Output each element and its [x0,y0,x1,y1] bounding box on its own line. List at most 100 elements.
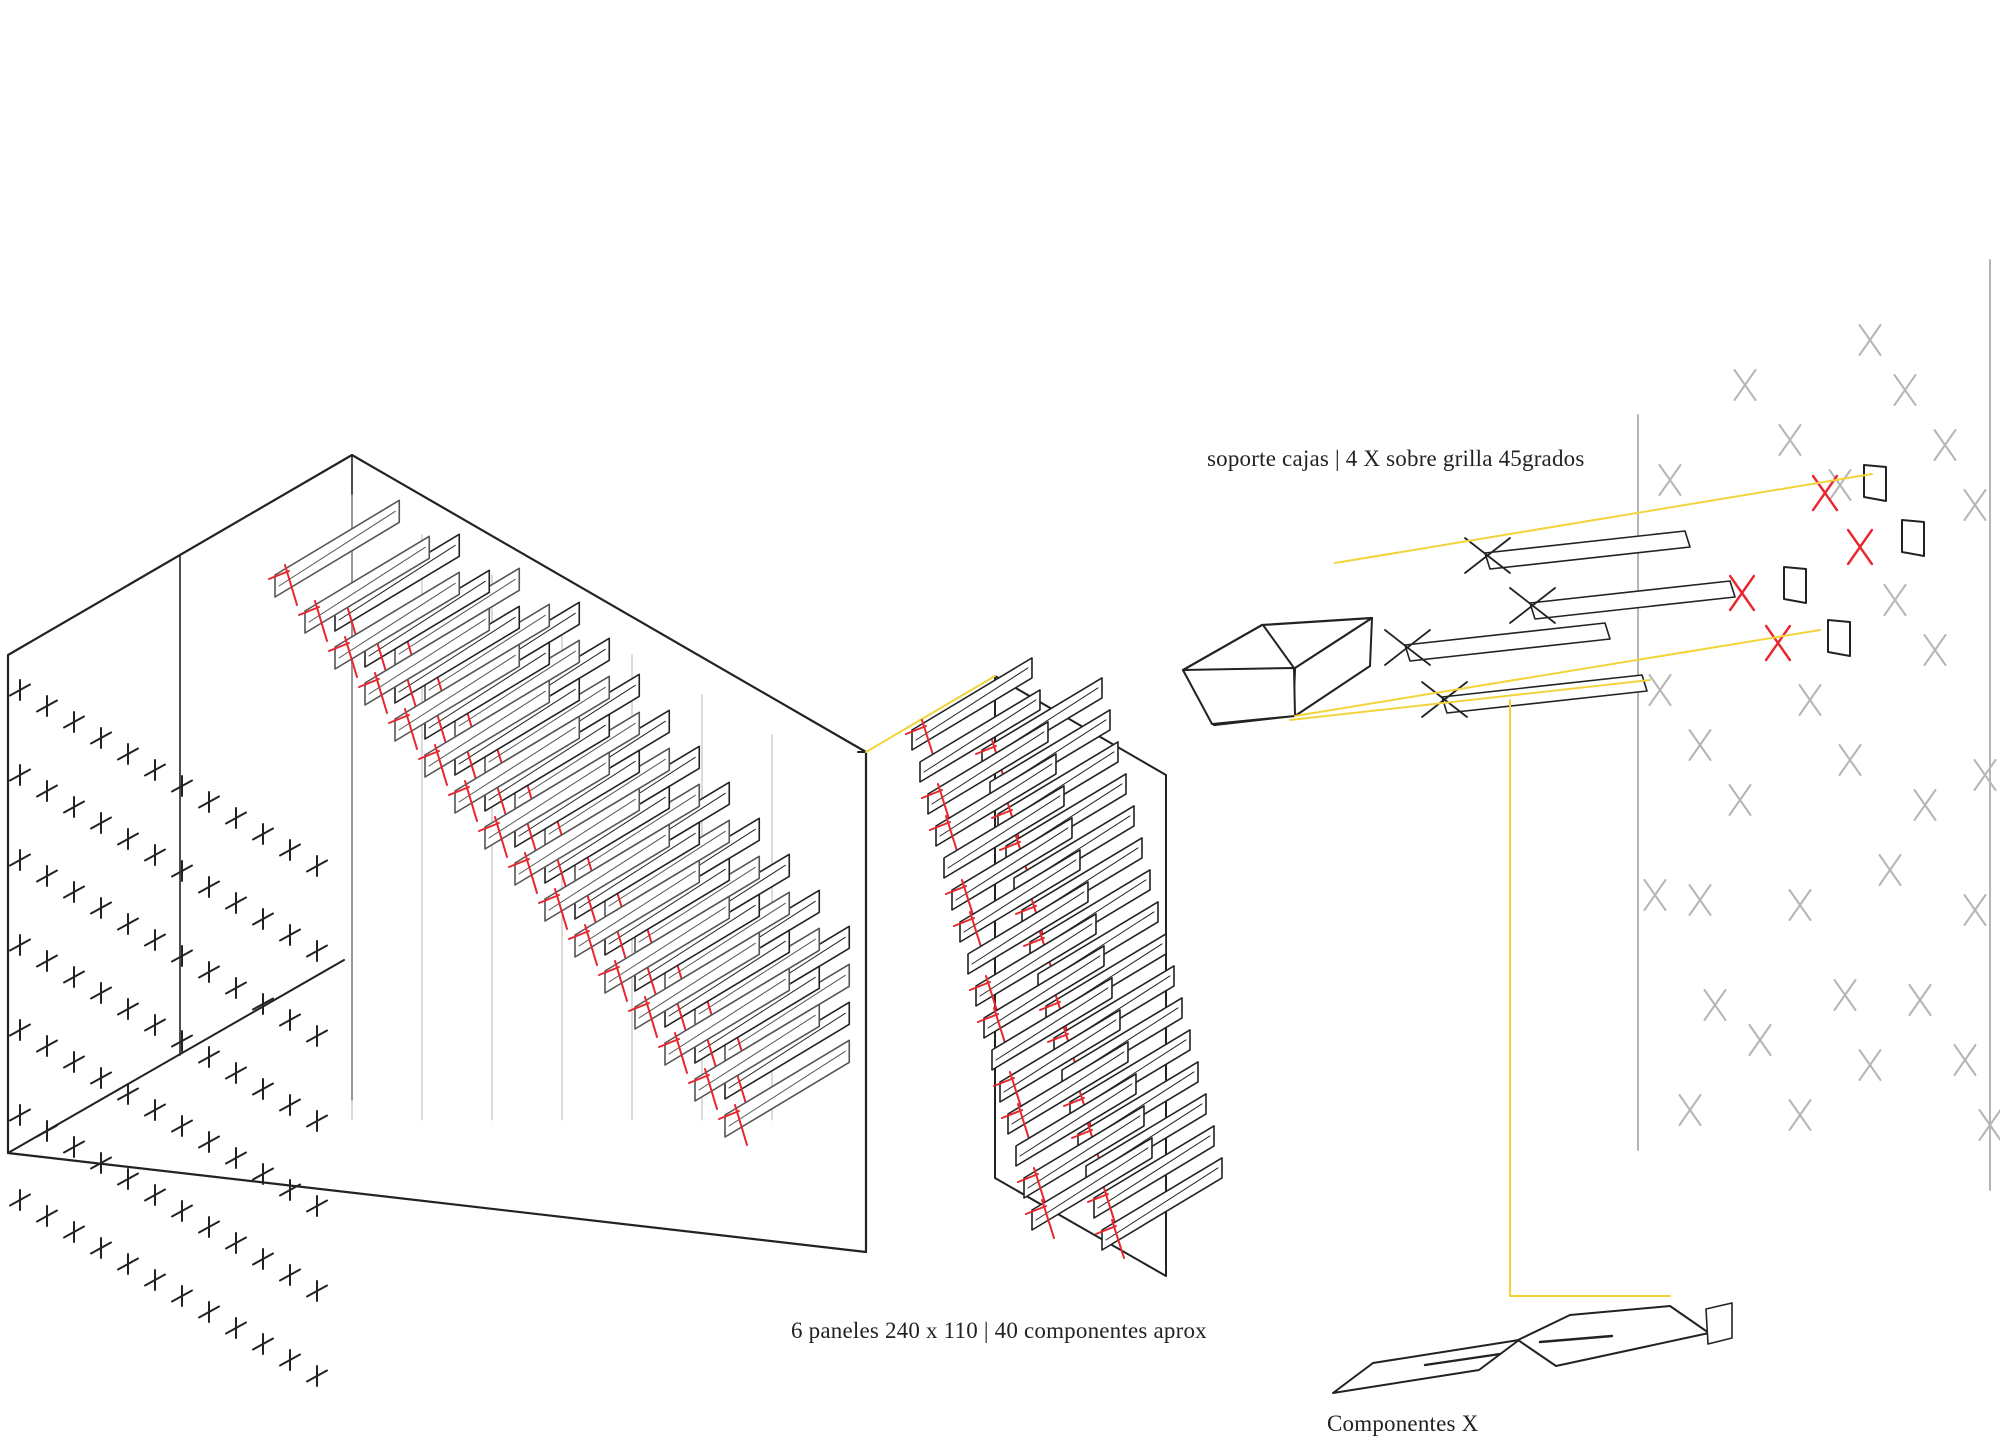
component-fold [931,731,1045,805]
red-tick [1095,1225,1117,1235]
red-tick [358,678,380,688]
component-fold [608,868,726,945]
component-slot [1538,1334,1614,1344]
plus-cross-icon [117,828,139,850]
box-support-detail [1181,464,1925,727]
red-tick [688,1074,710,1084]
component-fold [963,859,1077,933]
red-tick [598,966,620,976]
component-fold [987,955,1101,1029]
component-x [953,849,1081,951]
plus-cross-icon [198,876,220,898]
red-tick [929,821,951,831]
component-fold [1035,1147,1149,1221]
component-fold [698,1014,816,1091]
component-fold [488,762,606,839]
line [1658,464,1682,496]
components-caption: Componentes X [1327,1411,1479,1436]
plus-cross-icon [306,1025,328,1047]
component-fold [398,578,516,655]
plus-cross-icon [36,865,58,887]
rail-x [1421,681,1468,718]
component-slot [1423,1352,1502,1367]
component-part [1517,1305,1710,1367]
red-tick [268,570,290,580]
plus-cross-icon [171,1115,193,1137]
component-x [1025,1137,1153,1239]
component-part [1332,1339,1520,1394]
line [1678,1094,1702,1126]
plus-cross-icon [90,982,112,1004]
plus-cross-icon [144,1099,166,1121]
box-edge [1262,624,1295,669]
plus-cross-icon [144,929,166,951]
plus-cross-icon [225,807,247,829]
component-fold [1003,1019,1117,1093]
plus-cross-icon [9,1019,31,1041]
plus-cross-icon [63,711,85,733]
component-x [328,571,461,678]
line [1703,989,1727,1021]
x-cross-icon [1838,744,1862,776]
line [1688,884,1712,916]
plus-cross-icon [63,796,85,818]
component-x [628,931,761,1038]
plus-cross-icon [171,1200,193,1222]
component-x [418,679,551,786]
support-rail [1421,674,1648,718]
support-caption: soporte cajas | 4 X sobre grilla 45grado… [1207,446,1585,471]
x-cross-icon [1788,1099,1812,1131]
single-panel-assembly [865,657,1223,1277]
component-x [388,643,521,750]
plus-cross-icon [36,780,58,802]
component-fold [1027,1115,1141,1189]
component-fold [668,978,786,1055]
red-tick [508,858,530,868]
red-tick [718,1110,740,1120]
component-fold [518,760,636,837]
red-tick [969,981,991,991]
rail-face [1441,674,1648,714]
plus-cross-icon [171,945,193,967]
x-cross-icon [1764,624,1792,662]
component-fold [428,652,546,729]
x-cross-icon [1643,879,1667,911]
yellow-connector [1294,629,1821,717]
line [1728,784,1752,816]
line [1978,1109,2000,1141]
red-tick [1039,1001,1061,1011]
component-fold [1011,1051,1125,1125]
x-cross-icon [1688,729,1712,761]
line [1688,729,1712,761]
plus-cross-icon [225,977,247,999]
x-cross-icon [1963,894,1987,926]
panels-caption: 6 paneles 240 x 110 | 40 componentes apr… [791,1318,1207,1343]
plus-cross-icon [252,1333,274,1355]
component-x [538,823,671,930]
component-fold [947,795,1061,869]
component-x [977,945,1105,1047]
plus-cross-icon [225,1147,247,1169]
component-fold [278,510,396,587]
plus-cross-icon [198,1131,220,1153]
plus-cross-icon [36,950,58,972]
x-cross-icon [1833,979,1857,1011]
component-fold [1097,1135,1211,1209]
plus-cross-icon [306,855,328,877]
x-cross-icon [1678,1094,1702,1126]
component-x [969,913,1097,1015]
component-x [1001,1041,1129,1143]
red-tick [1023,937,1045,947]
plus-cross-icon [63,1136,85,1158]
rail-x [1509,587,1556,624]
rail-face [1529,580,1736,620]
plus-cross-icon [279,839,301,861]
x-cross-icon [1953,1044,1977,1076]
plus-cross-icon [252,1078,274,1100]
component-x [993,1009,1121,1111]
red-tick [1047,1033,1069,1043]
x-cross-icon [1913,789,1937,821]
plus-cross-icon [198,1046,220,1068]
component-fold [578,794,696,871]
component-x [718,1039,851,1146]
